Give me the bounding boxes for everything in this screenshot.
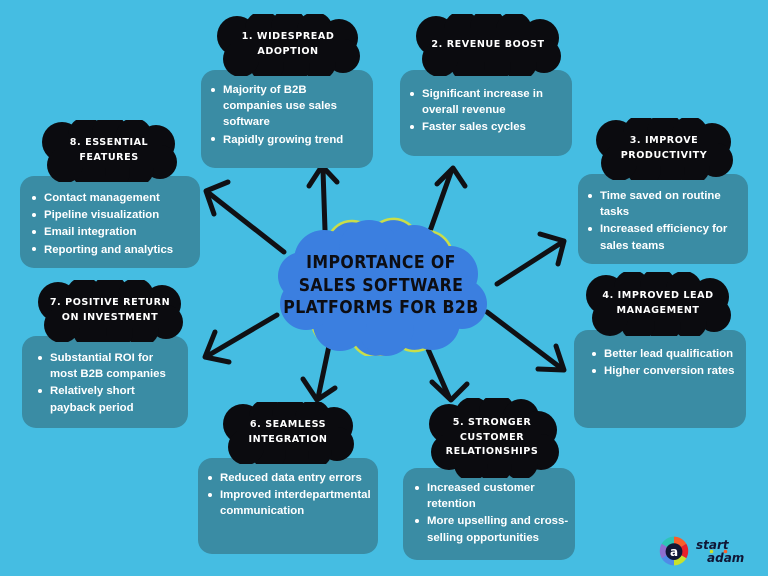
list-item: Email integration	[30, 224, 192, 240]
title-line: 1. WIDESPREAD	[241, 31, 335, 43]
list-item: Increased customer retention	[413, 480, 569, 512]
list-item: Relatively short payback period	[36, 383, 180, 415]
title-line: 4. IMPROVED LEAD	[602, 290, 714, 302]
list-item: Reporting and analytics	[30, 242, 192, 258]
startadam-wordmark: start adam	[696, 538, 744, 565]
title-line: CUSTOMER	[459, 431, 525, 443]
blob-shape-icon	[42, 120, 177, 182]
list-item: Faster sales cycles	[408, 119, 562, 135]
node-7-bullets: Substantial ROI for most B2B companies R…	[22, 336, 188, 416]
node-improve-productivity[interactable]: Time saved on routine tasks Increased ef…	[578, 118, 748, 266]
logo-line-1: start	[696, 538, 730, 552]
title-line: 6. SEAMLESS	[249, 419, 327, 431]
node-6-card: Reduced data entry errors Improved inter…	[198, 458, 378, 554]
blob-shape-icon	[223, 402, 354, 464]
node-3-bullets: Time saved on routine tasks Increased ef…	[578, 174, 748, 254]
blob-shape-icon	[416, 14, 561, 76]
node-stronger-customer-relationships[interactable]: Increased customer retention More upsell…	[403, 398, 575, 560]
node-2-card: Significant increase in overall revenue …	[400, 70, 572, 156]
list-item: Rapidly growing trend	[209, 132, 361, 148]
list-item: Significant increase in overall revenue	[408, 86, 562, 118]
node-essential-features[interactable]: Contact management Pipeline visualizatio…	[20, 120, 200, 268]
title-line: FEATURES	[79, 152, 139, 163]
list-item: Improved interdepartmental communication	[206, 487, 372, 519]
list-item: Substantial ROI for most B2B companies	[36, 350, 180, 382]
title-line: RELATIONSHIPS	[445, 446, 539, 458]
blob-shape-icon	[586, 272, 731, 336]
list-item: Better lead qualification	[590, 346, 738, 362]
node-revenue-boost[interactable]: Significant increase in overall revenue …	[400, 14, 572, 160]
list-item: Reduced data entry errors	[206, 470, 372, 486]
blob-shape-icon	[429, 398, 559, 478]
node-3-card: Time saved on routine tasks Increased ef…	[578, 174, 748, 264]
list-item: Contact management	[30, 190, 192, 206]
node-improved-lead-management[interactable]: Better lead qualification Higher convers…	[574, 272, 746, 430]
startadam-pinwheel-icon: a	[659, 536, 689, 566]
title-line: PRODUCTIVITY	[620, 150, 708, 161]
node-5-card: Increased customer retention More upsell…	[403, 468, 575, 560]
node-7-card: Substantial ROI for most B2B companies R…	[22, 336, 188, 428]
title-line: 2. REVENUE BOOST	[431, 38, 545, 50]
blob-shape-icon	[596, 118, 733, 180]
node-5-header-blob: 5. STRONGER CUSTOMER RELATIONSHIPS	[425, 398, 559, 478]
title-line: 8. ESSENTIAL	[69, 137, 149, 149]
node-6-header-blob: 6. SEAMLESS INTEGRATION	[220, 402, 356, 464]
list-item: Time saved on routine tasks	[586, 188, 740, 220]
center-line-2: SALES SOFTWARE	[298, 275, 464, 296]
startadam-logo[interactable]: a start adam	[659, 536, 756, 566]
node-6-title: 6. SEAMLESS INTEGRATION	[220, 402, 356, 464]
node-4-title: 4. IMPROVED LEAD MANAGEMENT	[582, 272, 734, 336]
center-cloud-node: IMPORTANCE OF SALES SOFTWARE PLATFORMS F…	[266, 216, 496, 356]
node-2-bullets: Significant increase in overall revenue …	[400, 70, 572, 136]
node-6-bullets: Reduced data entry errors Improved inter…	[198, 458, 378, 520]
title-line: 3. IMPROVE	[629, 135, 699, 147]
list-item: Pipeline visualization	[30, 207, 192, 223]
node-1-title: 1. WIDESPREAD ADOPTION	[213, 14, 363, 76]
node-seamless-integration[interactable]: Reduced data entry errors Improved inter…	[198, 402, 378, 554]
center-cloud-text: IMPORTANCE OF SALES SOFTWARE PLATFORMS F…	[266, 216, 496, 356]
node-5-title: 5. STRONGER CUSTOMER RELATIONSHIPS	[425, 398, 559, 478]
node-8-bullets: Contact management Pipeline visualizatio…	[20, 176, 200, 258]
node-7-header-blob: 7. POSITIVE RETURN ON INVESTMENT	[34, 280, 186, 342]
title-line: MANAGEMENT	[616, 305, 700, 316]
node-8-card: Contact management Pipeline visualizatio…	[20, 176, 200, 268]
node-2-header-blob: 2. REVENUE BOOST	[412, 14, 564, 76]
list-item: Higher conversion rates	[590, 363, 738, 379]
node-8-header-blob: 8. ESSENTIAL FEATURES	[38, 120, 180, 182]
node-3-header-blob: 3. IMPROVE PRODUCTIVITY	[592, 118, 736, 180]
cloud-shape-icon	[278, 217, 487, 356]
node-4-header-blob: 4. IMPROVED LEAD MANAGEMENT	[582, 272, 734, 336]
title-line: ON INVESTMENT	[61, 312, 159, 323]
node-4-card: Better lead qualification Higher convers…	[574, 330, 746, 428]
title-line: INTEGRATION	[248, 434, 328, 445]
node-2-title: 2. REVENUE BOOST	[412, 14, 564, 76]
center-line-3: PLATFORMS FOR B2B	[283, 298, 479, 319]
list-item: Increased efficiency for sales teams	[586, 221, 740, 253]
logo-line-2: adam	[707, 551, 744, 565]
node-1-bullets: Majority of B2B companies use sales soft…	[201, 70, 373, 148]
blob-shape-icon	[38, 280, 183, 342]
node-4-bullets: Better lead qualification Higher convers…	[574, 330, 746, 379]
list-item: More upselling and cross-selling opportu…	[413, 513, 569, 545]
title-line: 5. STRONGER	[452, 416, 532, 428]
list-item: Majority of B2B companies use sales soft…	[209, 82, 361, 131]
title-line: ADOPTION	[257, 46, 319, 57]
node-8-title: 8. ESSENTIAL FEATURES	[38, 120, 180, 182]
center-line-1: IMPORTANCE OF	[306, 253, 456, 274]
node-3-title: 3. IMPROVE PRODUCTIVITY	[592, 118, 736, 180]
arrow-to-node-4	[484, 309, 567, 373]
node-7-title: 7. POSITIVE RETURN ON INVESTMENT	[34, 280, 186, 342]
node-widespread-adoption[interactable]: Majority of B2B companies use sales soft…	[201, 14, 373, 170]
node-5-bullets: Increased customer retention More upsell…	[403, 468, 575, 546]
svg-text:a: a	[670, 545, 678, 559]
node-positive-return-on-investment[interactable]: Substantial ROI for most B2B companies R…	[22, 280, 188, 428]
blob-shape-icon	[217, 14, 360, 76]
node-1-card: Majority of B2B companies use sales soft…	[201, 70, 373, 168]
arrow-to-node-3	[494, 231, 567, 287]
node-1-header-blob: 1. WIDESPREAD ADOPTION	[213, 14, 363, 76]
title-line: 7. POSITIVE RETURN	[49, 297, 171, 309]
